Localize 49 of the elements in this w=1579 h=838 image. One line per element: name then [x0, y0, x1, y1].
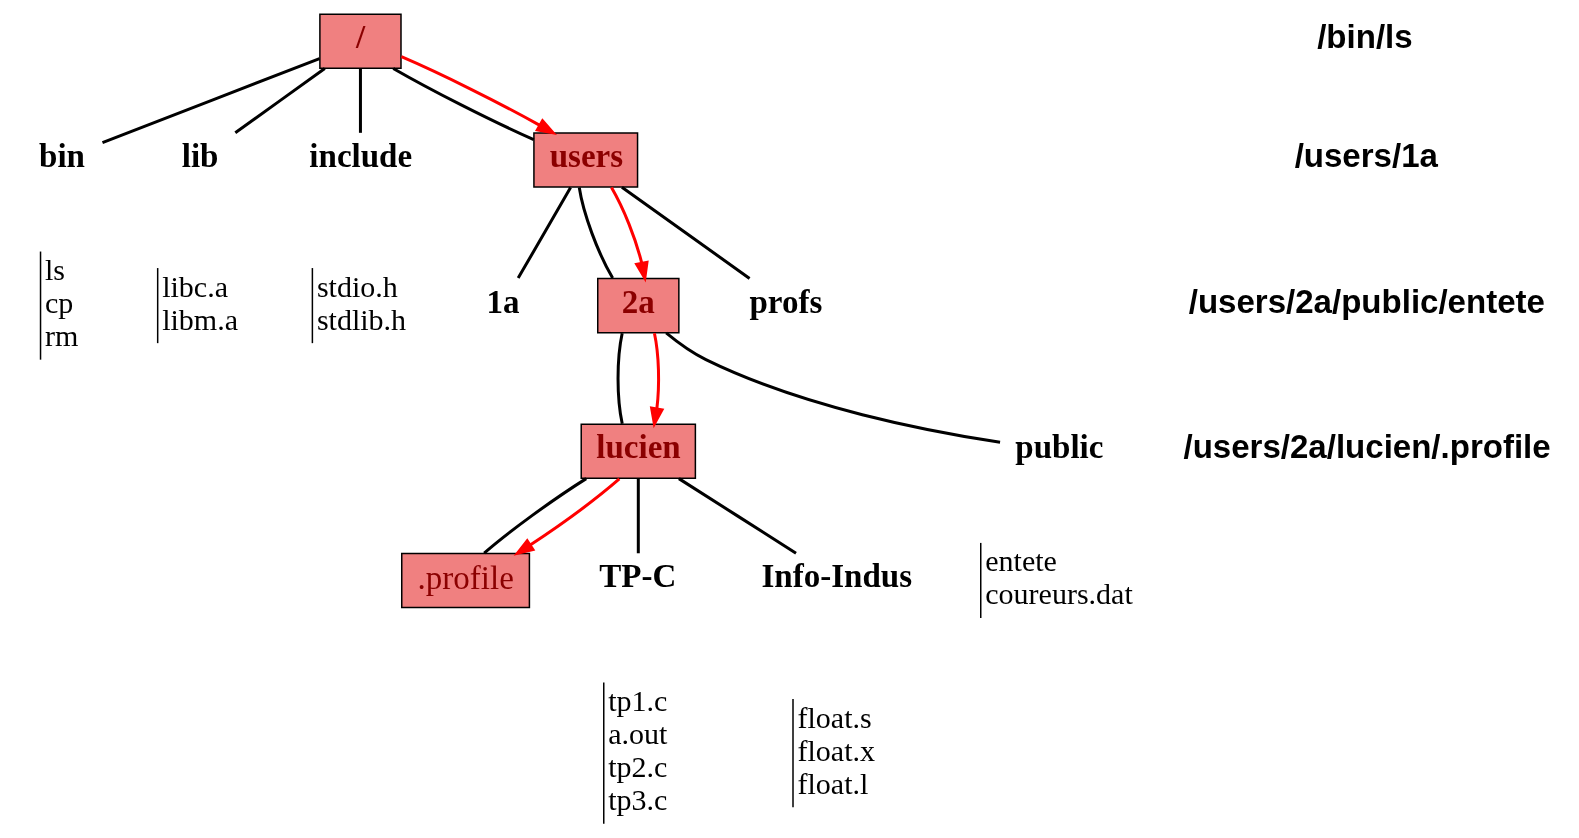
node-text: lib [181, 137, 218, 174]
connector [677, 477, 797, 555]
node-text: Info-Indus [760, 558, 912, 595]
connector [358, 68, 362, 133]
node-text: public [1014, 429, 1103, 466]
node-text: 1a [486, 283, 520, 320]
node-label: tp2.c [607, 750, 667, 784]
node-label: tp3.c [607, 783, 667, 817]
label: /bin/ls [1316, 18, 1413, 56]
node-label: rm [44, 319, 78, 353]
arrow [513, 477, 620, 556]
node-label: float.x [797, 733, 875, 767]
connector [620, 186, 750, 280]
connector [616, 333, 624, 425]
label: /users/1a [1294, 136, 1438, 174]
node-text: profs [748, 283, 822, 320]
node-text: bin [38, 137, 85, 174]
node-text: TP-C [598, 558, 676, 595]
node-text: include [308, 137, 412, 174]
node-box: .profile [400, 552, 530, 609]
connector [516, 186, 572, 279]
node-label: cp [44, 286, 73, 320]
connector [233, 67, 326, 135]
label: /users/2a/public/entete [1188, 282, 1545, 320]
node-label: libc.a [161, 269, 228, 303]
arrow [649, 333, 664, 429]
node-box: 2a [596, 277, 680, 334]
node-label: stdio.h [316, 269, 398, 303]
node-label: float.l [797, 766, 868, 800]
label: /users/2a/lucien/.profile [1183, 428, 1551, 466]
arrow [400, 55, 557, 136]
node-box: lucien [580, 423, 696, 480]
connector [392, 67, 534, 141]
node-label: stdlib.h [316, 302, 406, 336]
node-box: users [532, 132, 638, 188]
connector [636, 478, 640, 554]
connector [101, 57, 320, 144]
arrow [609, 186, 649, 283]
connector [482, 477, 587, 555]
connector [577, 187, 614, 279]
node-label: a.out [607, 717, 667, 751]
node-label: float.s [797, 700, 872, 734]
node-label: coureurs.dat [984, 577, 1133, 611]
node-label: tp1.c [607, 684, 667, 718]
node-box: / [318, 13, 402, 70]
connector [664, 331, 1000, 444]
node-label: libm.a [161, 302, 238, 336]
node-label: ls [44, 253, 65, 287]
node-label: entete [984, 544, 1057, 578]
